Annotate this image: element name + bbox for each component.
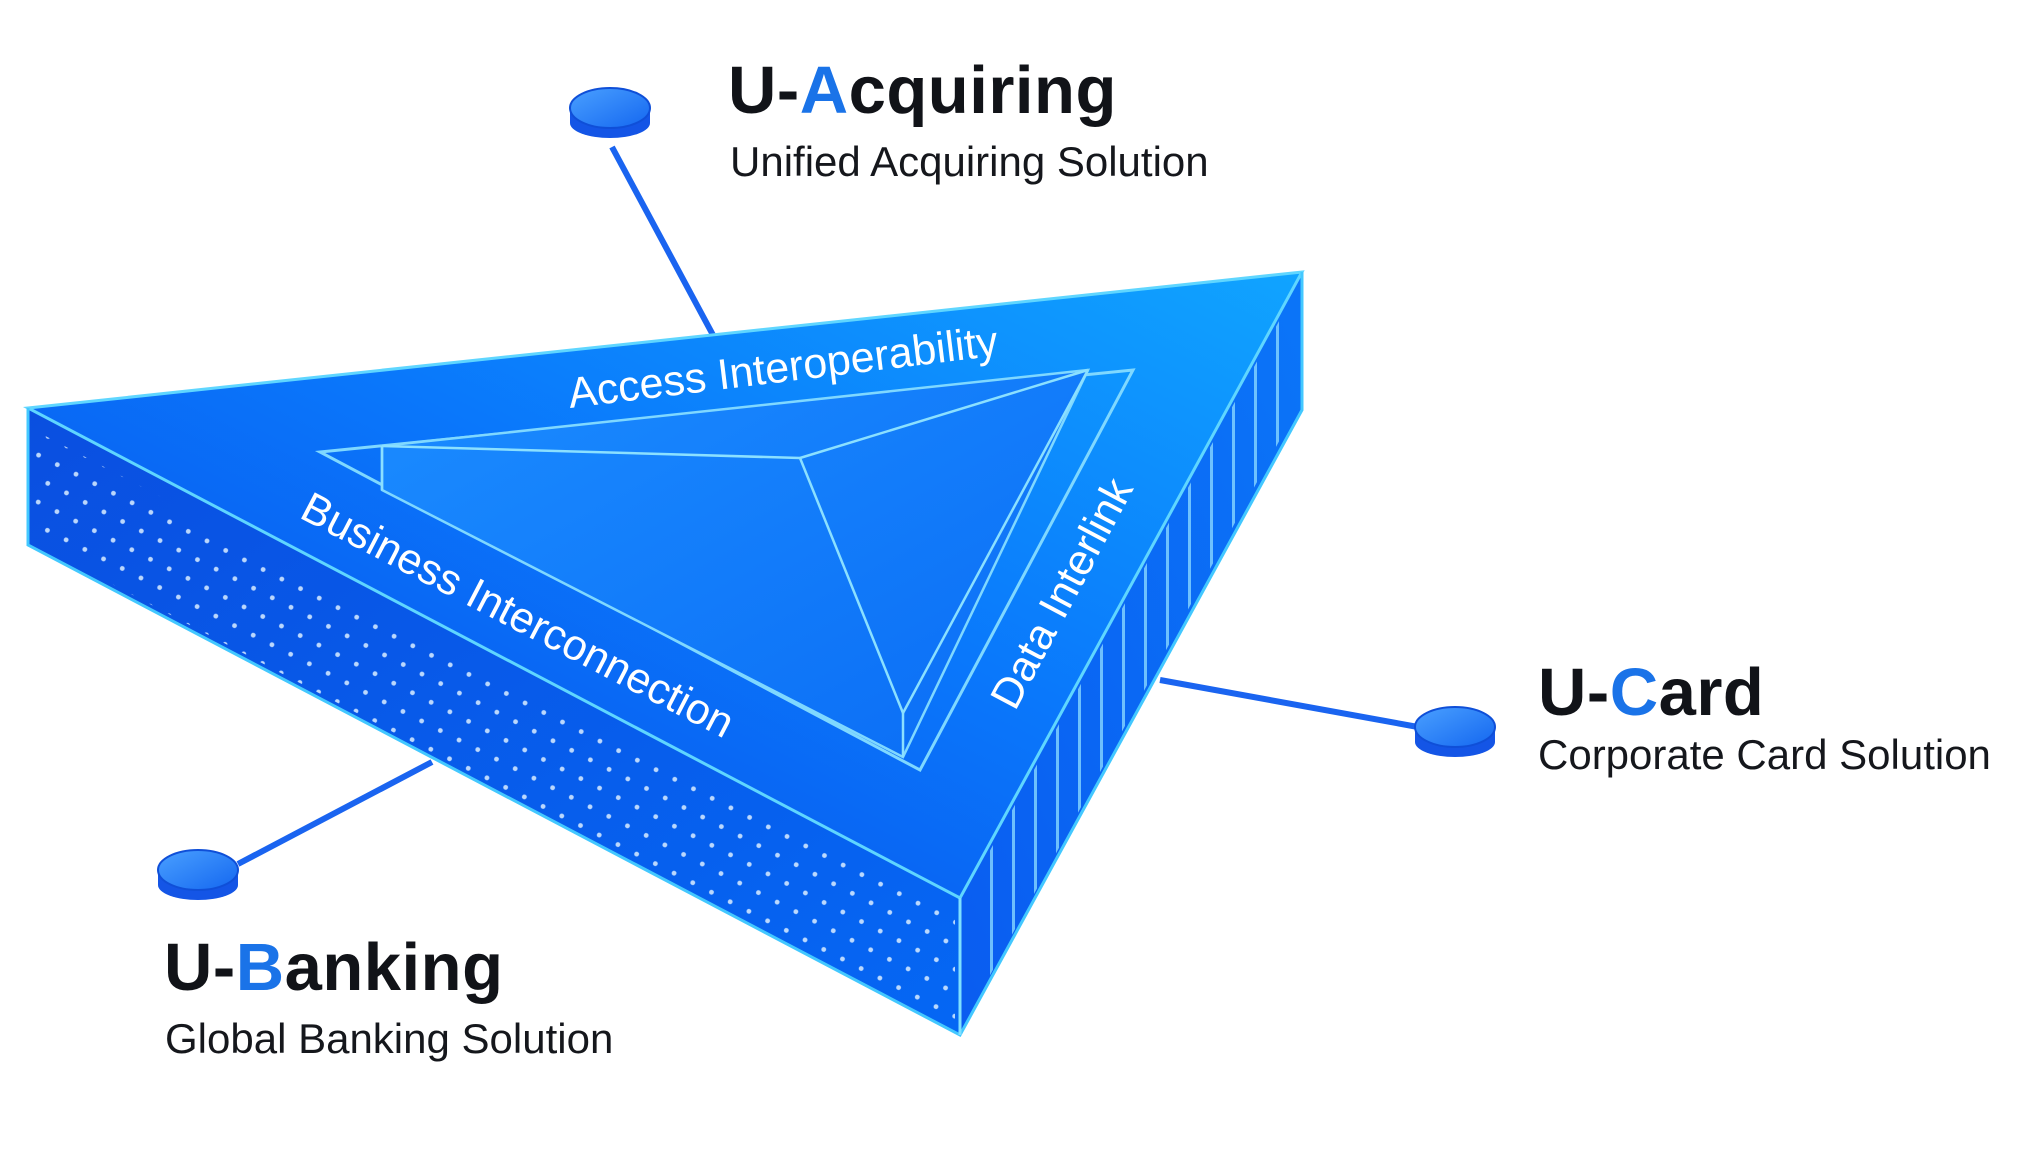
product-banking: U-Banking Global Banking Solution	[164, 930, 613, 1062]
node-card	[1414, 706, 1496, 757]
product-title-acquiring: U-Acquiring	[728, 53, 1117, 128]
triangular-prism: Access Interoperability Data Interlink B…	[22, 270, 1305, 1038]
connector-banking	[236, 759, 434, 867]
node-acquiring	[569, 87, 651, 138]
product-desc-card: Corporate Card Solution	[1538, 731, 1991, 778]
product-desc-acquiring: Unified Acquiring Solution	[730, 138, 1209, 185]
prism-left-dots	[34, 430, 955, 1028]
prism-right-stripes	[975, 290, 1296, 1003]
product-card: U-Card Corporate Card Solution	[1538, 655, 1991, 778]
product-title-card: U-Card	[1538, 655, 1764, 730]
product-acquiring: U-Acquiring Unified Acquiring Solution	[728, 53, 1209, 185]
connector-lines	[236, 145, 1419, 867]
connector-card	[1159, 677, 1419, 730]
product-title-banking: U-Banking	[164, 930, 504, 1005]
product-desc-banking: Global Banking Solution	[165, 1015, 613, 1062]
connector-acquiring	[609, 145, 716, 337]
inner-pyramid-ridges	[380, 368, 1090, 757]
node-banking	[157, 849, 239, 900]
